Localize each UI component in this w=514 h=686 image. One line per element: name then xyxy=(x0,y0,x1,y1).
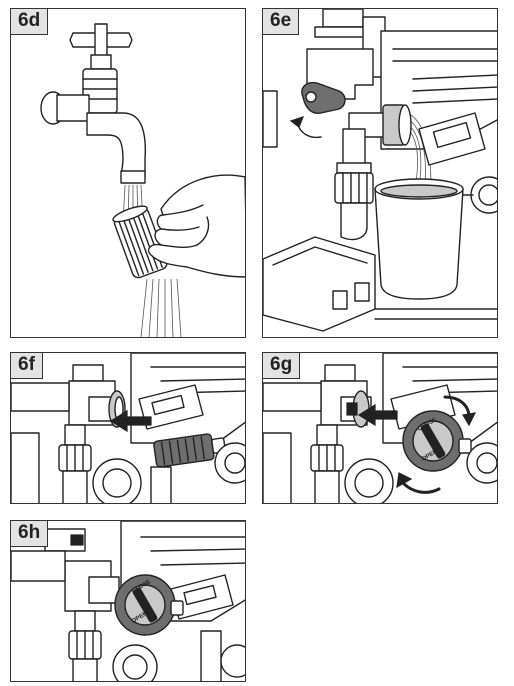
insert-arrow-icon xyxy=(357,403,398,427)
step-label-6f: 6f xyxy=(11,353,43,379)
panel-6e: 6e xyxy=(262,8,498,338)
valve-lever-icon xyxy=(301,81,346,114)
panel-6g: 6g CLOSE OPEN xyxy=(262,352,498,504)
step-label-6h: 6h xyxy=(11,521,49,547)
rotate-arrow-icon xyxy=(396,472,413,489)
attach-dial-illustration: CLOSE OPEN xyxy=(263,353,497,503)
filter-cartridge-icon xyxy=(112,205,168,279)
tap-spout xyxy=(86,112,146,178)
step-label-6g: 6g xyxy=(263,353,301,379)
dial-installed-illustration: CLOSE OPEN xyxy=(11,521,245,681)
step-label-6e: 6e xyxy=(263,9,300,35)
tap-rinse-illustration xyxy=(40,23,245,337)
filter-cartridge-icon xyxy=(153,433,226,468)
panel-6d: 6d xyxy=(10,8,246,338)
filter-dial-icon: CLOSE OPEN xyxy=(114,574,184,636)
panel-6f: 6f xyxy=(10,352,246,504)
panel-6h: 6h CLOSE OPEN xyxy=(10,520,246,682)
step-label-6d: 6d xyxy=(11,9,49,35)
insert-arrow-icon xyxy=(109,409,152,433)
drain-water-illustration xyxy=(263,9,497,332)
filter-dial-icon: CLOSE OPEN xyxy=(402,410,472,472)
collection-cup-icon xyxy=(374,188,464,300)
hand xyxy=(147,174,245,278)
insert-filter-illustration xyxy=(11,353,245,503)
rotate-arrow-icon xyxy=(462,412,477,427)
